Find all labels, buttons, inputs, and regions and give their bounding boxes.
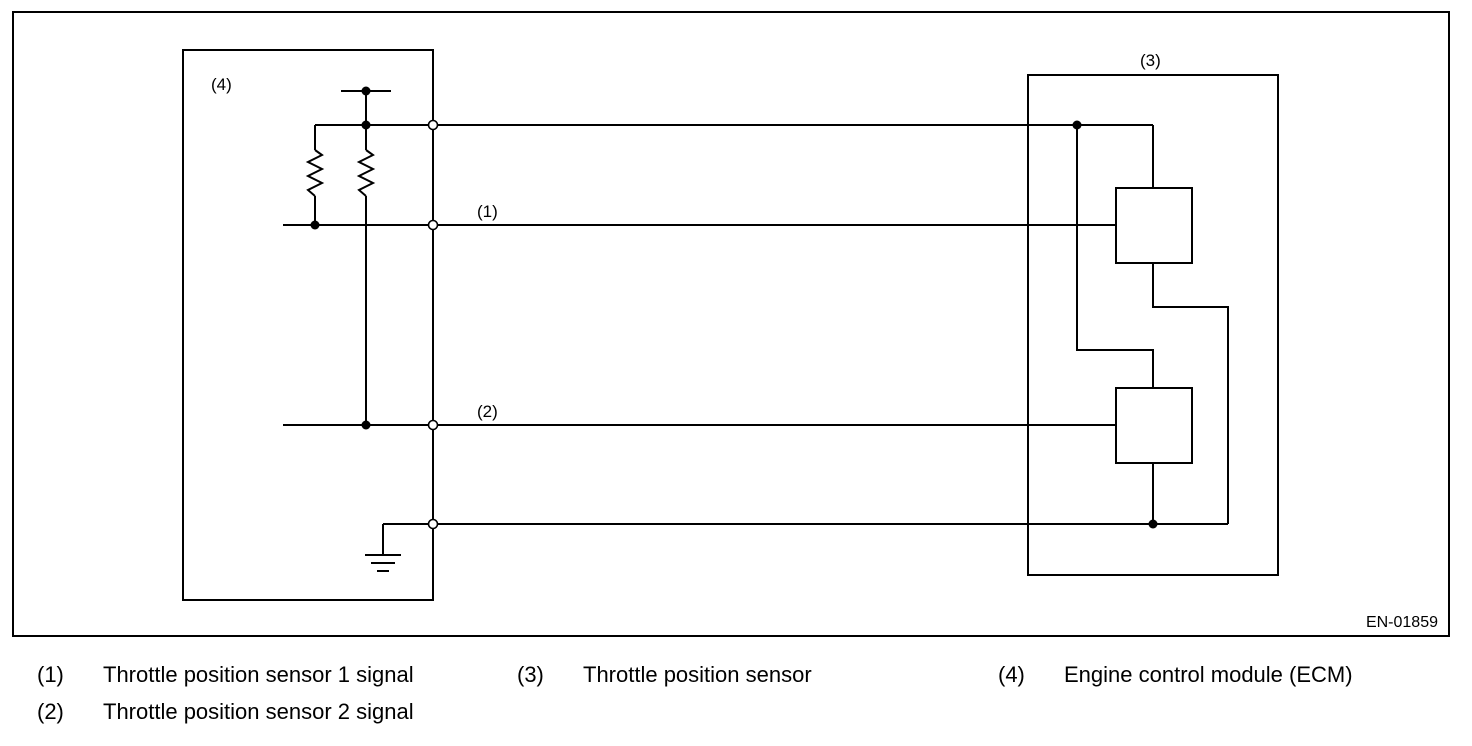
legend-num: (4) — [998, 662, 1025, 687]
signal2-callout: (2) — [477, 402, 498, 421]
ecm-terminal — [427, 119, 439, 131]
ecm-terminal — [427, 518, 439, 530]
signal1-callout: (1) — [477, 202, 498, 221]
ground-symbol — [365, 554, 401, 572]
junction-dot — [310, 220, 320, 230]
legend-text: Throttle position sensor 1 signal — [103, 662, 414, 687]
legend-num: (1) — [37, 662, 64, 687]
sensor-element1-return — [1152, 263, 1229, 524]
junction-dot — [1072, 120, 1082, 130]
junction-dot — [361, 420, 371, 430]
ecm-box — [182, 49, 434, 601]
sensor-element-2 — [1115, 387, 1193, 464]
ecm-terminal — [427, 219, 439, 231]
sensor-element-1 — [1115, 187, 1193, 264]
junction-dot — [361, 86, 371, 96]
wiring-diagram: (4) (3) (1) (2) EN-01859 — [12, 11, 1450, 637]
legend-num: (2) — [37, 699, 64, 724]
junction-dot — [1148, 519, 1158, 529]
junction-dot — [361, 120, 371, 130]
legend-text: Throttle position sensor 2 signal — [103, 699, 414, 724]
sensor-callout: (3) — [1140, 51, 1161, 70]
ecm-terminal — [427, 419, 439, 431]
resistor-1 — [305, 149, 325, 197]
legend-num: (3) — [517, 662, 544, 687]
figure-code: EN-01859 — [1366, 614, 1438, 631]
legend-text: Throttle position sensor — [583, 662, 812, 687]
diagram-frame — [12, 11, 1450, 637]
ecm-callout: (4) — [211, 75, 232, 94]
legend-text: Engine control module (ECM) — [1064, 662, 1353, 687]
sensor-power-branch — [1076, 125, 1154, 388]
resistor-2 — [356, 149, 376, 197]
sensor-box — [1027, 74, 1279, 576]
